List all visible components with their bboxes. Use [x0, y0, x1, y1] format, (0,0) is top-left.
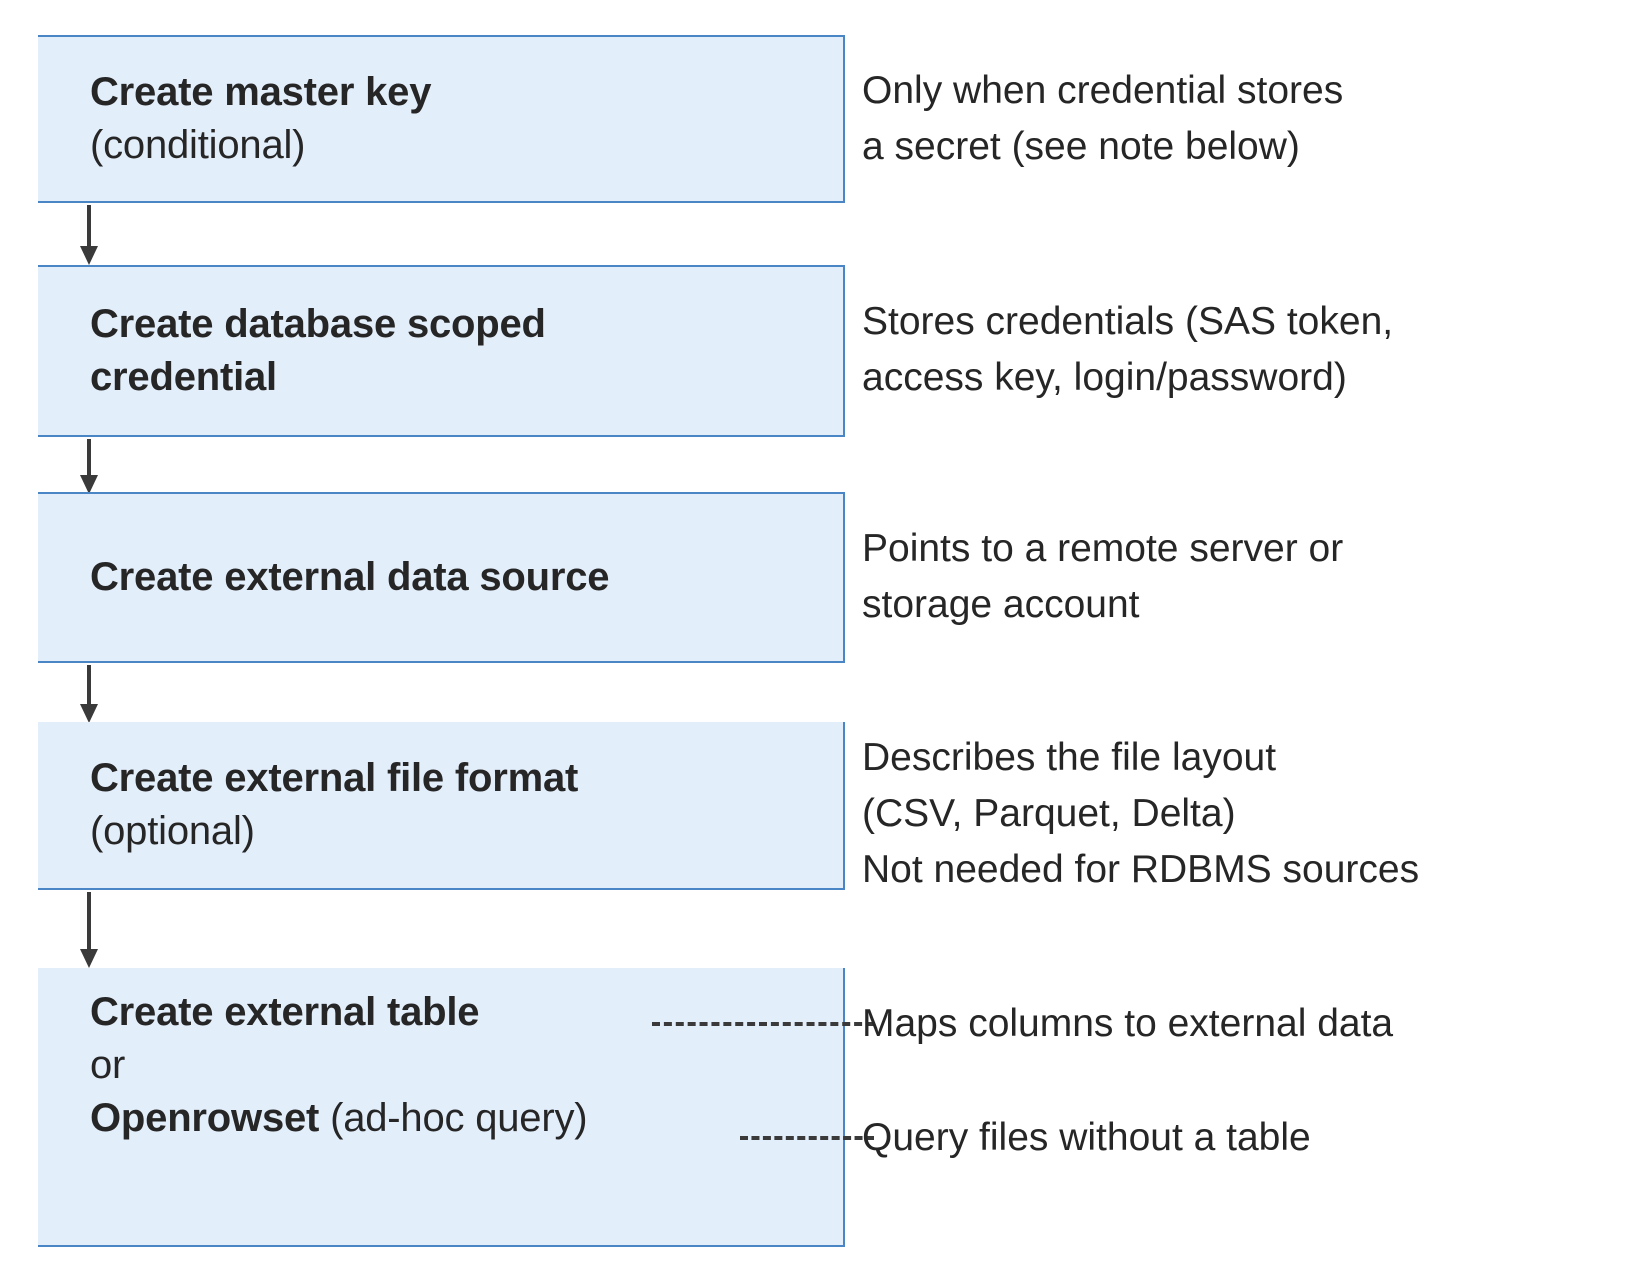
connector-arrow-4: [80, 892, 98, 968]
note-line: a secret (see note below): [862, 125, 1300, 168]
step-title: Create database scoped: [90, 302, 546, 346]
step-note-openrowset: Query files without a table: [862, 1110, 1311, 1166]
connector-arrow-1: [80, 205, 98, 265]
note-line: Only when credential stores: [862, 69, 1344, 112]
dashed-leader-openrowset: [740, 1136, 874, 1140]
step-note-external-table: Maps columns to external data: [862, 996, 1393, 1052]
note-line: Query files without a table: [862, 1116, 1311, 1159]
note-line: (CSV, Parquet, Delta): [862, 792, 1236, 835]
step-note-create-database-scoped-credential: Stores credentials (SAS token, access ke…: [862, 294, 1393, 406]
dashed-leader-external-table: [652, 1022, 874, 1026]
note-line: Not needed for RDBMS sources: [862, 848, 1420, 891]
step-alt-title-row: Openrowset (ad-hoc query): [90, 1092, 833, 1145]
step-subtitle: (conditional): [90, 123, 306, 167]
note-line: storage account: [862, 583, 1140, 626]
step-box-create-external-table-or-openrowset[interactable]: Create external table or Openrowset (ad-…: [38, 968, 845, 1247]
step-note-create-external-file-format: Describes the file layout (CSV, Parquet,…: [862, 730, 1419, 898]
step-subtitle: (optional): [90, 809, 255, 853]
step-title: Create master key: [90, 70, 432, 114]
connector-arrow-3: [80, 665, 98, 723]
step-title: Create external table: [90, 990, 480, 1034]
step-box-create-external-file-format[interactable]: Create external file format (optional): [38, 722, 845, 890]
step-note-create-external-data-source: Points to a remote server or storage acc…: [862, 521, 1343, 633]
step-title-cont: credential: [90, 355, 277, 399]
step-alt-suffix: (ad-hoc query): [319, 1096, 588, 1140]
step-title: Create external data source: [90, 555, 610, 599]
step-box-create-external-data-source[interactable]: Create external data source: [38, 492, 845, 663]
step-conjunction: or: [90, 1043, 126, 1087]
step-title: Create external file format: [90, 756, 579, 800]
step-box-create-master-key[interactable]: Create master key (conditional): [38, 35, 845, 203]
note-line: Describes the file layout: [862, 736, 1277, 779]
step-note-create-master-key: Only when credential stores a secret (se…: [862, 63, 1343, 175]
note-line: Maps columns to external data: [862, 1002, 1394, 1045]
note-line: Points to a remote server or: [862, 527, 1344, 570]
step-box-create-database-scoped-credential[interactable]: Create database scoped credential: [38, 265, 845, 437]
step-alt-title: Openrowset: [90, 1096, 320, 1140]
note-line: Stores credentials (SAS token,: [862, 300, 1394, 343]
connector-arrow-2: [80, 439, 98, 494]
note-line: access key, login/password): [862, 356, 1347, 399]
